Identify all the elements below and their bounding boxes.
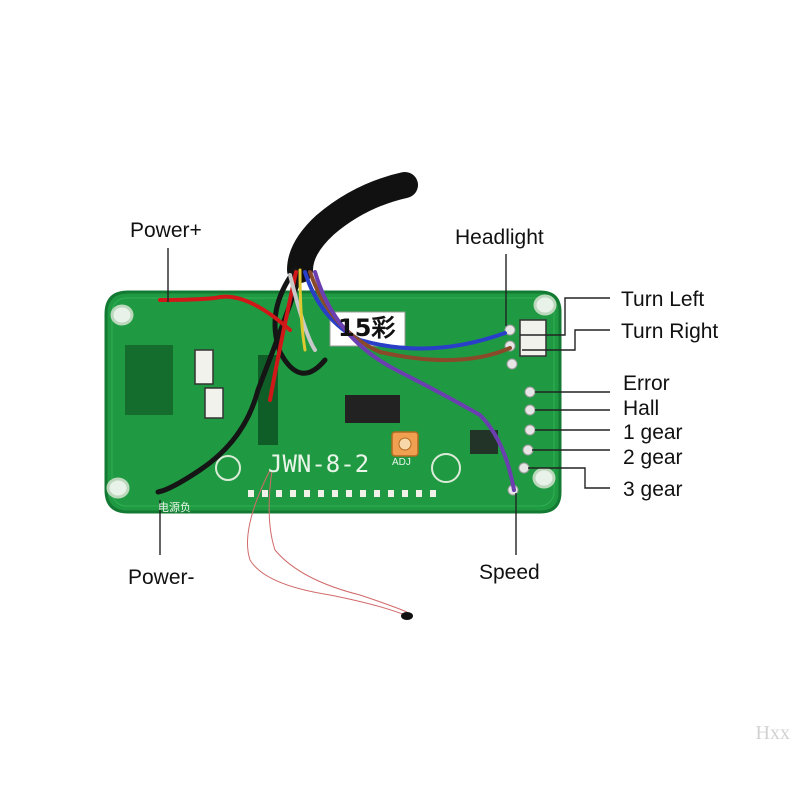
gear3-label: 3 gear xyxy=(623,478,683,501)
gear1-label: 1 gear xyxy=(623,421,683,444)
power-minus-label: Power- xyxy=(128,566,195,589)
error-label: Error xyxy=(623,372,670,395)
sensor-wire xyxy=(247,469,408,616)
cable-bundle xyxy=(155,172,516,495)
turn-right-label: Turn Right xyxy=(621,320,719,343)
handwritten-marking: 15彩 xyxy=(338,314,396,342)
headlight-label: Headlight xyxy=(455,226,544,249)
hall-label: Hall xyxy=(623,397,660,420)
adj-label: ADJ xyxy=(392,457,411,468)
mount-hole-icon xyxy=(106,294,557,499)
power-plus-label: Power+ xyxy=(130,219,202,242)
potentiometer-icon xyxy=(391,431,419,457)
turn-left-label: Turn Left xyxy=(621,288,705,311)
power-neg-silkscreen: 电源负 xyxy=(158,501,191,514)
gear2-label: 2 gear xyxy=(623,446,683,469)
watermark-text: Hxx xyxy=(755,722,790,744)
sensor-bead-icon xyxy=(401,612,413,620)
board-model-label: JWN-8-2 xyxy=(268,450,370,478)
leader-lines xyxy=(159,248,610,555)
speed-label: Speed xyxy=(479,561,540,584)
